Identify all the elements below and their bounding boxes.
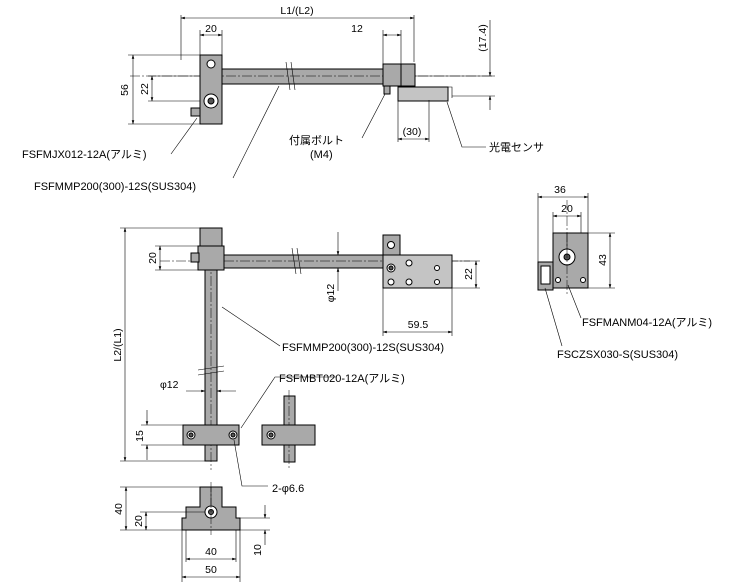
dim-36: 36	[554, 184, 566, 196]
break-mark	[290, 61, 296, 91]
break-mark	[291, 247, 297, 275]
cross-clamp-body	[197, 245, 225, 271]
mid-sensor-plate	[382, 254, 453, 289]
base-hole-left-inner	[188, 432, 194, 438]
middle-dimensions: L2/(L1) 20 φ12 22 59.5 φ12 15	[112, 227, 480, 462]
label-mount: FSFMANM04-12A(アルミ)	[582, 317, 712, 329]
bracket-screw-right	[580, 277, 586, 283]
top-dimensions: L1/(L2) 20 12 (17.4) 56 22 (30)	[119, 5, 495, 142]
mid-sensor-screw	[387, 241, 395, 249]
top-clamp	[199, 54, 223, 125]
label-bolt-size: (M4)	[310, 149, 333, 161]
dim-20-vertical: 20	[133, 515, 145, 527]
base-block	[182, 424, 240, 446]
label-bracket: FSCZSX030-S(SUS304)	[557, 349, 678, 361]
label-pipe-top: FSFMMP200(300)-12S(SUS304)	[34, 181, 196, 193]
cross-clamp-knob	[190, 252, 200, 263]
right-labels: FSFMANM04-12A(アルミ) FSCZSX030-S(SUS304)	[544, 284, 712, 361]
label-base: FSFMBT020-12A(アルミ)	[279, 373, 405, 385]
dim-phi12-vertical: φ12	[325, 284, 337, 303]
top-clamp-knob	[190, 107, 201, 117]
dim-30: (30)	[403, 126, 422, 138]
middle-labels: FSFMMP200(300)-12S(SUS304) FSFMBT020-12A…	[221, 306, 444, 495]
top-bolt	[383, 85, 391, 95]
mid-hole	[405, 278, 413, 286]
label-sensor: 光電センサ	[489, 140, 544, 154]
top-clamp-screw	[206, 59, 216, 69]
bottom-dimensions: 40 20 40 50 10	[113, 486, 270, 582]
top-labels: FSFMJX012-12A(アルミ) FSFMMP200(300)-12S(SU…	[22, 85, 544, 193]
dim-10-vertical: 10	[252, 544, 264, 556]
dim-15: 15	[134, 430, 146, 442]
dim-l2: L2/(L1)	[112, 328, 124, 361]
dim-12-top: 12	[351, 23, 363, 35]
top-sensor-clamp	[382, 63, 402, 87]
top-pipe	[221, 68, 390, 85]
dim-40-horizontal: 40	[205, 546, 217, 558]
top-sensor-clamp-right	[400, 63, 416, 87]
right-bracket	[537, 200, 589, 295]
break-mark	[197, 370, 225, 376]
top-bracket-hook	[446, 86, 453, 98]
side-base	[261, 424, 316, 446]
dim-56: 56	[119, 84, 131, 96]
dim-20-bracket: 20	[561, 203, 573, 215]
dim-22-left: 22	[139, 83, 151, 95]
bracket-screw-left	[555, 277, 561, 283]
bracket-hook-slot	[540, 265, 551, 285]
dim-17-4: (17.4)	[477, 24, 489, 51]
dim-22-right: 22	[463, 268, 475, 280]
dim-20-top: 20	[205, 23, 217, 35]
label-pipe-mid: FSFMMP200(300)-12S(SUS304)	[282, 342, 444, 354]
bottom-base	[181, 482, 241, 535]
dim-43: 43	[597, 254, 609, 266]
label-2-phi6-6: 2-φ6.6	[272, 483, 304, 495]
mid-hole	[434, 279, 440, 285]
top-sensor	[397, 86, 449, 102]
break-mark	[285, 61, 291, 91]
label-clamp-top: FSFMJX012-12A(アルミ)	[22, 149, 147, 161]
dim-l1: L1/(L2)	[280, 5, 313, 17]
top-assembly	[130, 54, 492, 125]
cross-clamp-top	[199, 227, 223, 249]
dim-phi12: φ12	[160, 379, 179, 391]
break-mark	[197, 365, 225, 371]
dim-59-5: 59.5	[408, 319, 429, 331]
base-hole-right-inner	[230, 432, 236, 438]
mid-hole	[405, 259, 413, 267]
mid-hole	[434, 265, 440, 271]
middle-assembly	[160, 227, 470, 470]
dim-20-mid: 20	[147, 252, 159, 264]
break-mark	[296, 247, 302, 275]
mid-hole	[387, 278, 395, 286]
side-hole-inner	[268, 432, 274, 438]
dim-40-vertical: 40	[113, 503, 125, 515]
top-clamp-bore-inner	[207, 97, 215, 105]
mid-hole-inner	[388, 265, 394, 271]
dim-50-horizontal: 50	[205, 564, 217, 576]
label-bolt: 付属ボルト	[289, 134, 344, 147]
mid-pipe	[221, 254, 385, 269]
right-dimensions: 36 20 43	[537, 184, 615, 289]
